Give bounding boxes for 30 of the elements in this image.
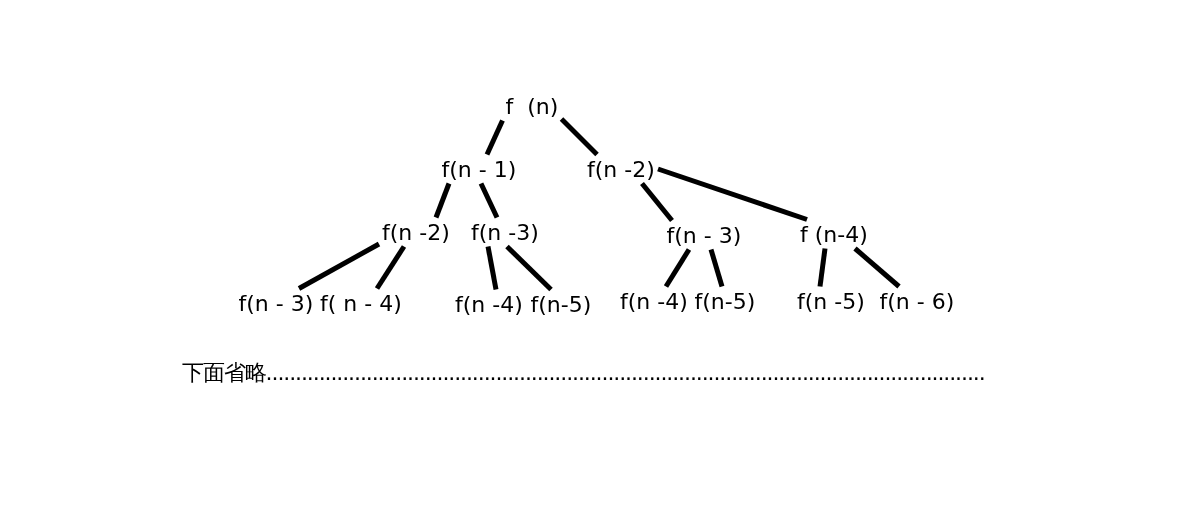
connector-line: [485, 246, 499, 290]
node-label: f(n -2): [584, 154, 658, 184]
node-label: f(n - 3): [663, 220, 745, 250]
connector-line: [708, 248, 725, 288]
node-label: f(n -3): [468, 217, 542, 247]
connector-line: [559, 117, 599, 157]
connector-line: [433, 182, 452, 219]
node-label: f(n -4): [452, 289, 526, 319]
node-label: f(n - 1): [438, 154, 520, 184]
node-label: f(n -4): [617, 286, 691, 316]
connector-line: [657, 166, 808, 222]
connector-line: [478, 182, 500, 219]
connector-line: [484, 119, 505, 156]
node-label: f(n-5): [527, 289, 595, 319]
connector-line: [297, 241, 381, 291]
node-label: f(n -2): [379, 217, 453, 247]
connector-line: [374, 245, 407, 290]
connector-line: [505, 244, 553, 292]
connector-line: [853, 246, 901, 289]
connector-line: [663, 248, 692, 288]
node-label: f(n-5): [691, 286, 759, 316]
connector-line: [640, 181, 674, 223]
node-label: f( n - 4): [317, 288, 405, 318]
node-label: f(n - 6): [876, 286, 958, 316]
node-label: f(n -5): [794, 286, 868, 316]
note-text: 下面省略..........................................................................................................................: [182, 360, 985, 386]
node-label: f (n-4): [797, 219, 871, 249]
node-label: f (n): [502, 91, 562, 121]
node-label: f(n - 3): [235, 288, 317, 318]
connector-line: [817, 248, 828, 287]
